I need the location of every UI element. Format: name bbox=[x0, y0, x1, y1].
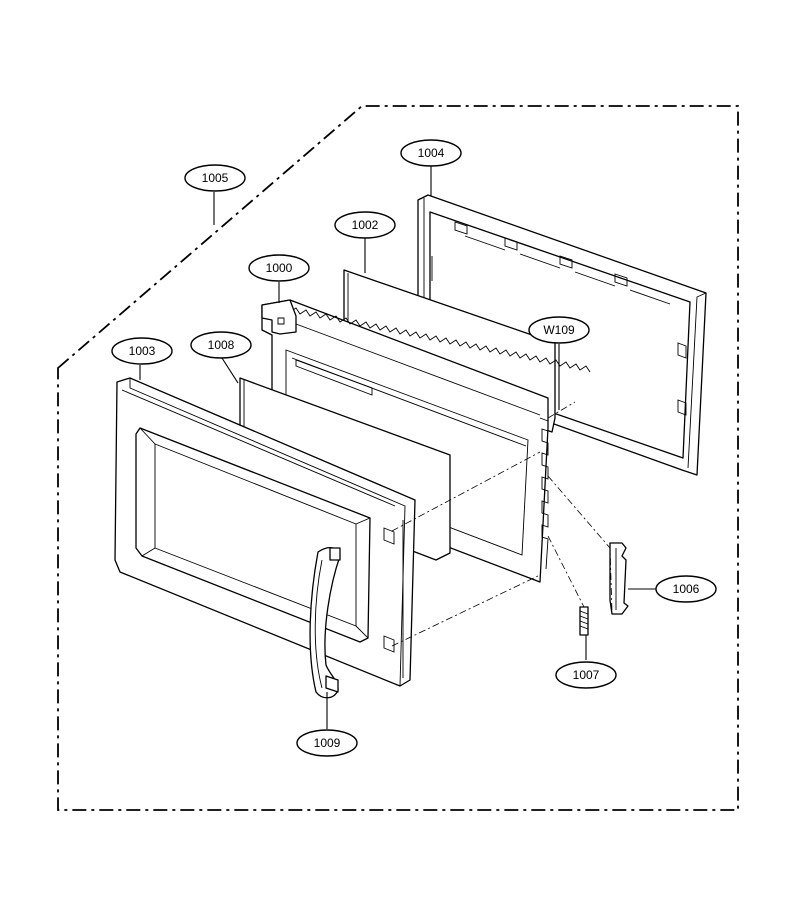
assembly-boundary bbox=[57, 105, 739, 811]
callout-1004: 1004 bbox=[400, 139, 462, 167]
part-1003-outer-door bbox=[114, 377, 416, 687]
callout-1002-label: 1002 bbox=[352, 218, 379, 232]
callout-1006-label: 1006 bbox=[673, 582, 700, 596]
callout-W109-label: W109 bbox=[543, 323, 575, 337]
callout-1007-label: 1007 bbox=[573, 668, 600, 682]
callout-leaders bbox=[139, 166, 656, 729]
assembly-alignment-lines bbox=[391, 401, 613, 647]
callout-W109: W109 bbox=[528, 316, 590, 344]
callout-1003-label: 1003 bbox=[129, 344, 156, 358]
part-1009-handle bbox=[309, 546, 341, 699]
callout-1009-label: 1009 bbox=[314, 736, 341, 750]
callout-1008: 1008 bbox=[190, 331, 252, 359]
callout-1008-label: 1008 bbox=[208, 338, 235, 352]
callout-1004-label: 1004 bbox=[418, 146, 445, 160]
callout-1005-label: 1005 bbox=[202, 171, 229, 185]
callout-1006: 1006 bbox=[655, 575, 717, 603]
part-1007-spring bbox=[579, 606, 589, 636]
part-1006-latch-hook bbox=[609, 542, 629, 615]
callout-1000: 1000 bbox=[248, 254, 310, 282]
callout-1003: 1003 bbox=[111, 337, 173, 365]
callout-1000-label: 1000 bbox=[266, 261, 293, 275]
callout-1005: 1005 bbox=[184, 164, 246, 192]
callout-1002: 1002 bbox=[334, 211, 396, 239]
callout-1007: 1007 bbox=[555, 661, 617, 689]
callout-1009: 1009 bbox=[296, 729, 358, 757]
